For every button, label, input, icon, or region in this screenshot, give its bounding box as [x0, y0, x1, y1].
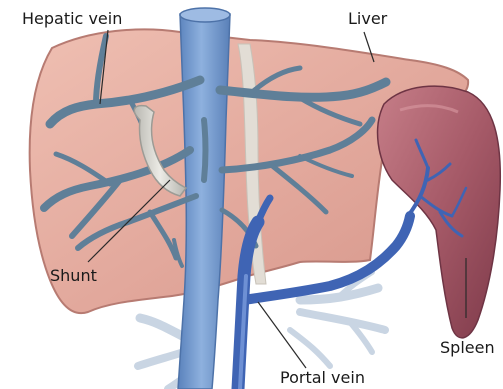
vena-cava-opening [180, 8, 230, 22]
hepatic-vein-label: Hepatic vein [22, 11, 122, 27]
spleen-label: Spleen [440, 340, 495, 356]
liver-label: Liver [348, 11, 387, 27]
shunt-label: Shunt [50, 268, 97, 284]
portal-vein-label: Portal vein [280, 370, 365, 386]
